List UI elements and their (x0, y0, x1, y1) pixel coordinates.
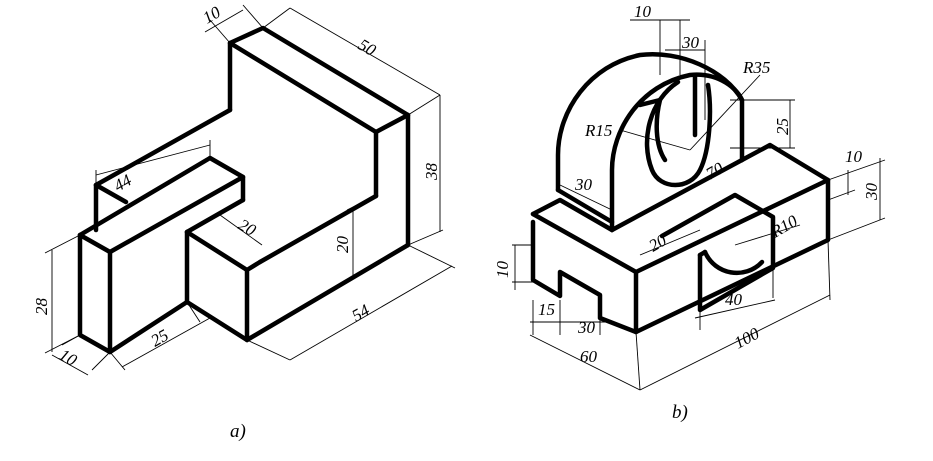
dim-b-base-height: 30 (862, 183, 881, 202)
dim-b-base-depth: 60 (580, 347, 598, 366)
figure-b-dimension-lines (512, 19, 886, 391)
figure-a-outline (77, 25, 411, 355)
dim-b-arc-height: 25 (773, 118, 792, 135)
dim-a-post-height: 28 (32, 298, 51, 316)
dim-b-slot-offset: 10 (634, 2, 652, 21)
dim-b-inner-radius: R15 (584, 121, 612, 140)
dim-a-slot-width: 20 (235, 215, 260, 240)
figure-b-caption: b) (672, 402, 688, 423)
dim-a-top-length: 50 (355, 35, 380, 60)
dim-a-base-length: 54 (349, 300, 374, 325)
dim-b-groove-start: 15 (538, 300, 555, 319)
figure-a-dimension-labels: 10 50 38 44 20 20 28 10 25 54 (32, 2, 441, 370)
dim-a-wall-height: 38 (422, 163, 441, 182)
dim-a-base-height: 20 (333, 236, 352, 254)
dim-a-gap-length: 25 (148, 326, 172, 351)
dim-b-outer-radius: R35 (742, 58, 770, 77)
dim-a-post-width: 10 (56, 345, 81, 370)
dim-b-slot-width: 30 (681, 33, 700, 52)
dim-b-base-length: 100 (731, 324, 763, 353)
dim-b-groove-depth: 10 (493, 261, 512, 279)
figure-a: 10 50 38 44 20 20 28 10 25 54 a) (32, 2, 456, 442)
dim-a-top-width: 10 (200, 2, 225, 27)
figure-b: 10 30 R35 R15 25 30 70 10 30 20 R10 10 1… (493, 2, 886, 423)
dim-b-hole-length: 40 (725, 290, 743, 309)
dim-b-upright-thickness: 30 (574, 175, 593, 194)
figure-a-dimension-lines (44, 4, 456, 376)
dim-b-right-step: 10 (845, 147, 863, 166)
figure-a-caption: a) (230, 421, 246, 442)
figure-b-dimension-labels: 10 30 R35 R15 25 30 70 10 30 20 R10 10 1… (493, 2, 881, 366)
dim-b-groove-width: 30 (577, 318, 596, 337)
